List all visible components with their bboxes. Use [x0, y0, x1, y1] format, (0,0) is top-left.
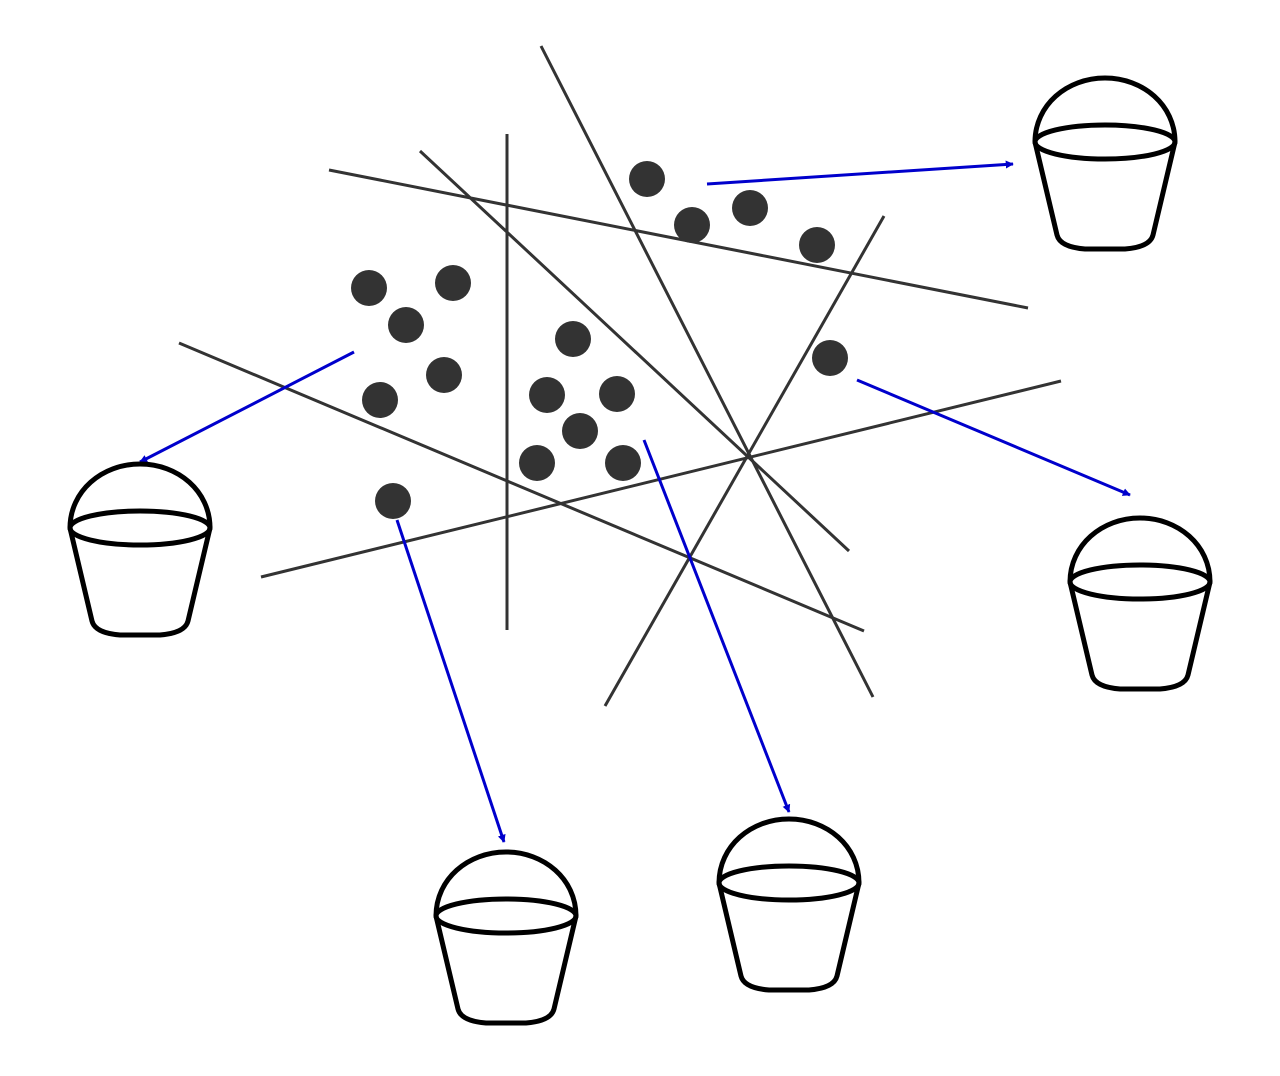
assignment-arrow [139, 350, 355, 464]
assignment-arrow [642, 439, 791, 813]
bucket-icon [719, 819, 859, 990]
data-point [362, 382, 398, 418]
bucket-icon [436, 852, 576, 1023]
hyperplanes [178, 45, 1062, 707]
data-point [629, 161, 665, 197]
bucket-icon [70, 464, 210, 635]
assignment-arrows [139, 160, 1131, 843]
hyperplane-line-2 [418, 149, 851, 553]
hyperplane-line-7 [603, 215, 886, 707]
data-point [605, 445, 641, 481]
data-points [351, 161, 848, 519]
assignment-arrow [706, 160, 1014, 186]
data-point [375, 483, 411, 519]
buckets [70, 78, 1210, 1023]
assignment-arrow [395, 519, 506, 843]
data-point [812, 340, 848, 376]
bucket-icon [1070, 518, 1210, 689]
data-point [529, 377, 565, 413]
data-point [351, 270, 387, 306]
data-point [799, 227, 835, 263]
bucket-icon [1035, 78, 1175, 249]
data-point [435, 265, 471, 301]
data-point [562, 413, 598, 449]
hyperplane-line-6 [260, 379, 1062, 579]
hyperplane-line-5 [178, 341, 865, 633]
assignment-arrow [856, 378, 1131, 497]
data-point [732, 190, 768, 226]
data-point [674, 207, 710, 243]
data-point [555, 321, 591, 357]
data-point [388, 307, 424, 343]
data-point [519, 445, 555, 481]
data-point [426, 357, 462, 393]
data-point [599, 376, 635, 412]
hyperplane-line-1 [328, 168, 1029, 310]
hyperplane-line-4 [539, 45, 875, 698]
